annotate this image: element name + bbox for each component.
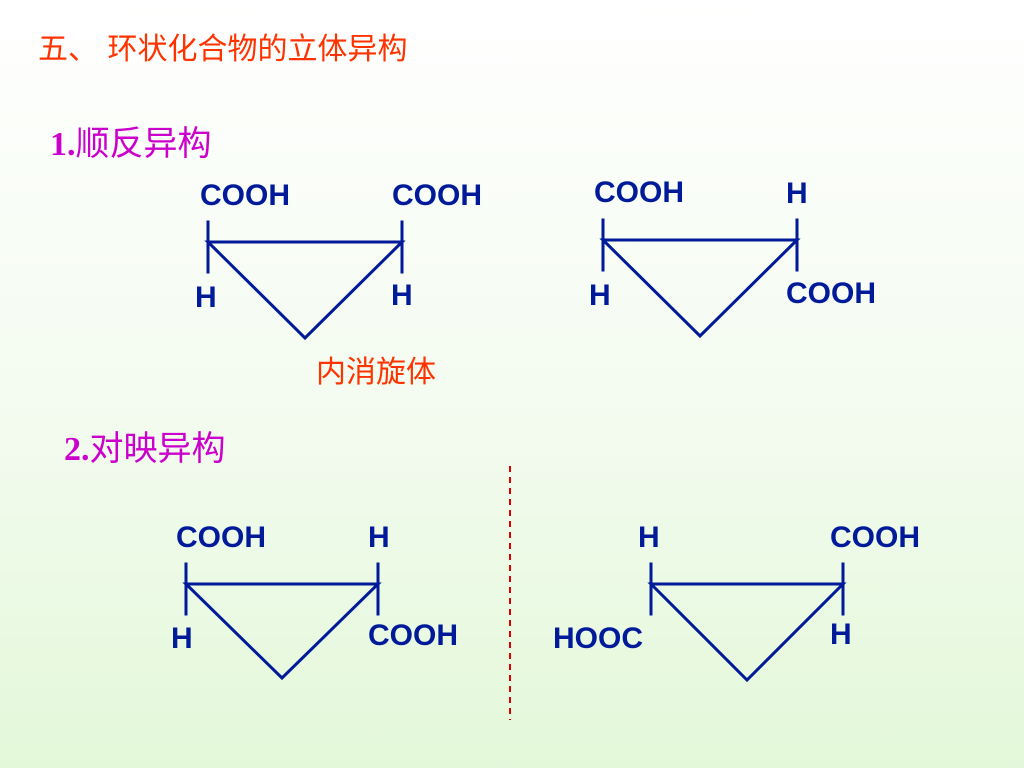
meso-label: 内消旋体 — [316, 355, 436, 390]
section-enantiomers: 2.对映异构 — [64, 421, 226, 470]
m3-bottom-left-label: H — [171, 622, 193, 655]
m4-bottom-right-label: H — [830, 618, 852, 651]
m3-top-right-label: H — [368, 521, 390, 554]
m1-bottom-left-label: H — [195, 281, 217, 314]
section-number: 1. — [50, 126, 76, 163]
molecule-2-bonds — [599, 218, 801, 339]
m4-top-right-label: COOH — [830, 521, 920, 554]
m2-bottom-left-label: H — [589, 279, 611, 312]
m3-bottom-right-label: COOH — [368, 619, 458, 652]
molecule-4-bonds — [647, 562, 847, 683]
molecule-3-bonds — [182, 562, 382, 681]
slide-title: 五、 环状化合物的立体异构 — [38, 32, 408, 67]
m3-top-left-label: COOH — [176, 521, 266, 554]
m1-bottom-right-label: H — [391, 279, 413, 312]
section-label: 顺反异构 — [75, 124, 212, 164]
m1-top-right-label: COOH — [392, 179, 482, 212]
m1-top-left-label: COOH — [200, 179, 290, 212]
molecule-1-bonds — [204, 220, 406, 341]
m2-bottom-right-label: COOH — [786, 277, 876, 310]
m2-top-right-label: H — [786, 177, 808, 210]
section-label: 对映异构 — [89, 429, 226, 469]
m2-top-left-label: COOH — [594, 176, 684, 209]
section-cis-trans: 1.顺反异构 — [50, 116, 212, 165]
section-number: 2. — [64, 431, 90, 468]
m4-bottom-left-label: HOOC — [553, 622, 643, 655]
m4-top-left-label: H — [638, 521, 660, 554]
